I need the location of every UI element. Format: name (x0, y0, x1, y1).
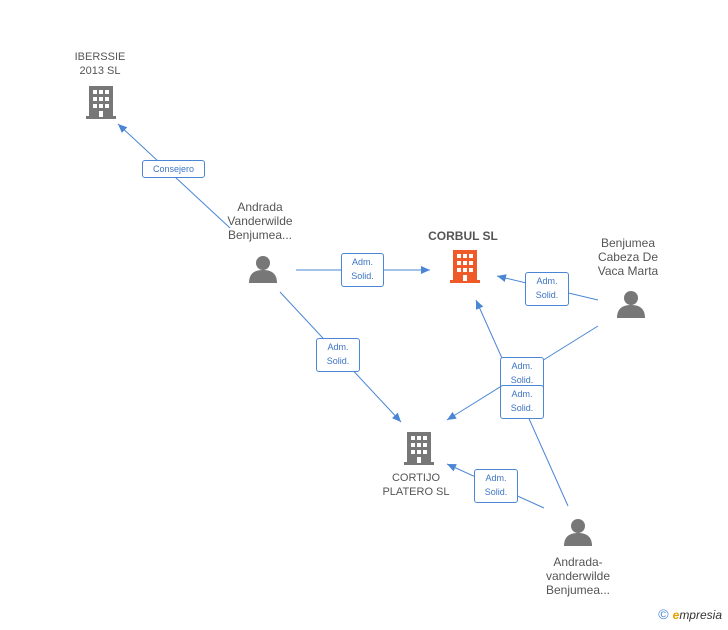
brand-initial: e (672, 608, 680, 622)
edge-label-consejero: Consejero (142, 160, 205, 178)
brand-name: mpresia (679, 608, 722, 622)
node-label-andrada1[interactable]: Andrada Vanderwilde Benjumea... (227, 200, 293, 242)
person-icon (249, 256, 277, 283)
building-icon (450, 250, 480, 283)
node-label-benjumea[interactable]: Benjumea Cabeza De Vaca Marta (597, 236, 659, 278)
node-label-iberssie[interactable]: IBERSSIE 2013 SL (74, 51, 126, 77)
node-label-cortijo[interactable]: CORTIJO PLATERO SL (382, 472, 450, 498)
edge-label-adm-solid: Adm. Solid. (474, 469, 518, 503)
person-icon (564, 519, 592, 546)
edge-label-adm-solid: Adm. Solid. (316, 338, 360, 372)
node-label-corbul[interactable]: CORBUL SL (428, 229, 498, 243)
building-icon (86, 86, 116, 119)
person-icon (617, 291, 645, 318)
edge-label-adm-solid: Adm. Solid. (525, 272, 569, 306)
edge-label-adm-solid: Adm. Solid. (500, 385, 544, 419)
copyright-icon: © (658, 606, 669, 622)
edge-label-adm-solid: Adm. Solid. (341, 253, 384, 287)
empresia-watermark: ©empresia (658, 606, 722, 622)
node-label-andrada2[interactable]: Andrada- vanderwilde Benjumea... (545, 555, 611, 597)
building-icon (404, 432, 434, 465)
